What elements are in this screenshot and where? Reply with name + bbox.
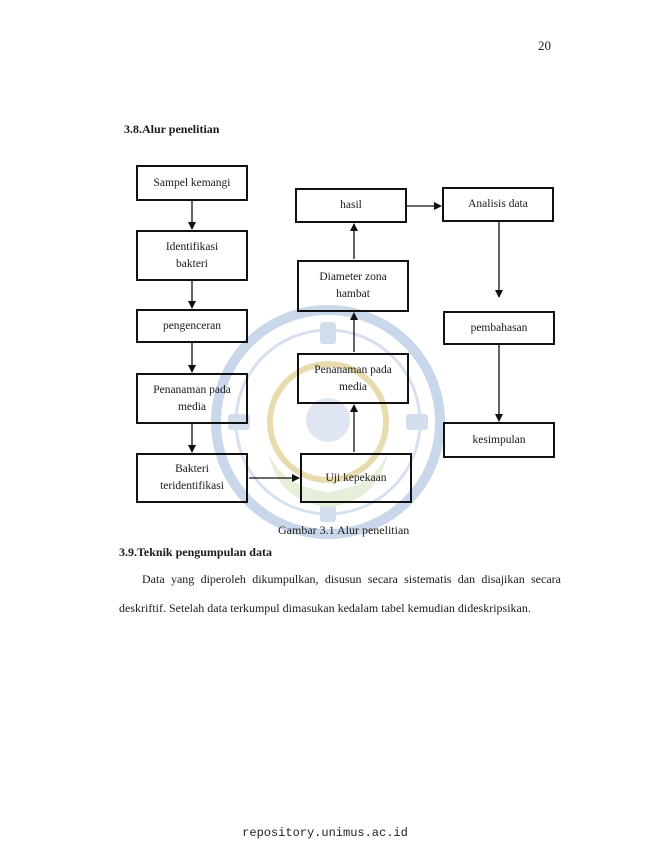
box-bakteri-teridentifikasi: Bakteri teridentifikasi	[136, 453, 248, 503]
figure-caption: Gambar 3.1 Alur penelitian	[278, 523, 410, 537]
box-penanaman-pada-media-left: Penanaman pada media	[136, 373, 248, 424]
paragraph-line-2: deskriftif. Setelah data terkumpul dimas…	[119, 601, 531, 615]
box-analisis-data: Analisis data	[442, 187, 554, 222]
box-kesimpulan: kesimpulan	[443, 422, 555, 458]
box-pengenceran: pengenceran	[136, 309, 248, 343]
section-heading-teknik-pengumpulan-data: 3.9.Teknik pengumpulan data	[119, 545, 272, 559]
paragraph-line-1: Data yang diperoleh dikumpulkan, disusun…	[142, 572, 561, 586]
box-identifikasi-bakteri: Identifikasi bakteri	[136, 230, 248, 281]
repository-footer: repository.unimus.ac.id	[242, 826, 408, 840]
box-pembahasan: pembahasan	[443, 311, 555, 345]
box-sampel-kemangi: Sampel kemangi	[136, 165, 248, 201]
box-hasil: hasil	[295, 188, 407, 223]
box-uji-kepekaan: Uji kepekaan	[300, 453, 412, 503]
box-diameter-zona-hambat: Diameter zona hambat	[297, 260, 409, 312]
box-penanaman-pada-media-mid: Penanaman pada media	[297, 353, 409, 404]
section-heading-alur-penelitian: 3.8.Alur penelitian	[124, 122, 220, 136]
page-number: 20	[538, 38, 551, 53]
